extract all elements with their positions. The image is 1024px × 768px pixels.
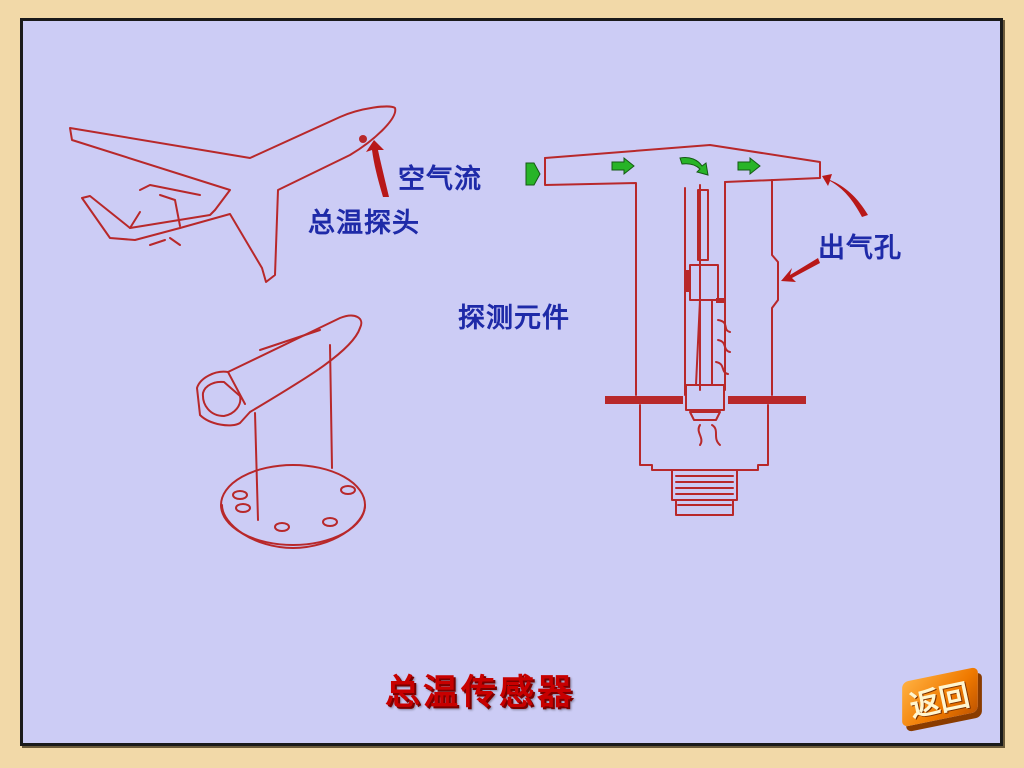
flow-arrow-icon xyxy=(611,156,635,176)
sensor-cross-section xyxy=(544,144,821,516)
probe-location-dot xyxy=(359,135,367,143)
slide-canvas xyxy=(20,18,1003,746)
side-hole-pointer-arrow xyxy=(781,258,820,282)
return-button[interactable]: 返回 xyxy=(893,666,988,736)
sensing-element-label: 探测元件 xyxy=(458,303,570,334)
total-temp-probe-label: 总温探头 xyxy=(308,208,420,239)
flow-arrow-icon xyxy=(737,156,761,176)
page-title: 总温传感器 xyxy=(385,673,576,713)
exhaust-pointer-arrow xyxy=(822,174,868,217)
airflow-label: 空气流 xyxy=(398,164,482,195)
probe-3d-view xyxy=(196,314,366,549)
airplane-icon xyxy=(69,105,397,283)
airflow-inlet-arrow xyxy=(525,162,541,186)
probe-pointer-arrow xyxy=(366,140,389,197)
flow-arrow-icon xyxy=(679,157,709,176)
exhaust-hole-label: 出气孔 xyxy=(818,233,902,264)
